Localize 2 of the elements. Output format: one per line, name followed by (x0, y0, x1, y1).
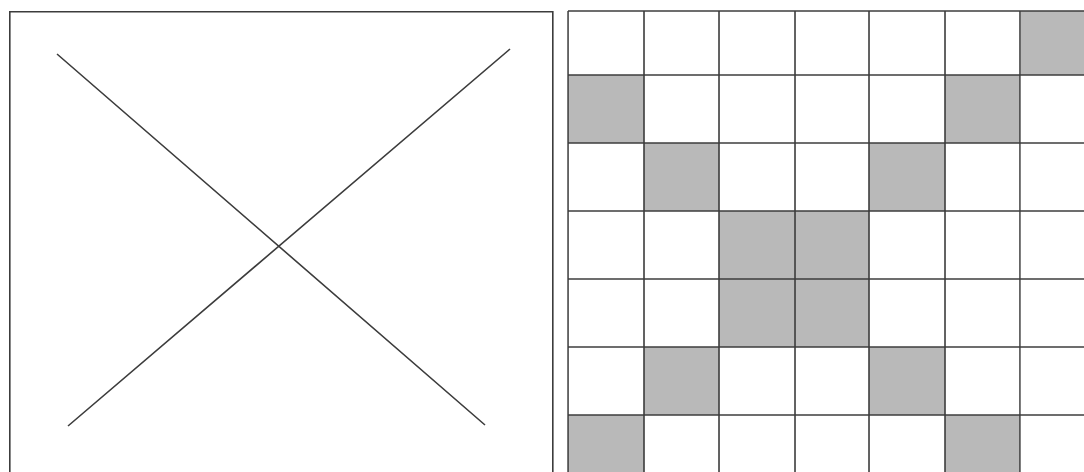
panel-box (9, 11, 554, 472)
grid-drawing (567, 10, 1084, 472)
